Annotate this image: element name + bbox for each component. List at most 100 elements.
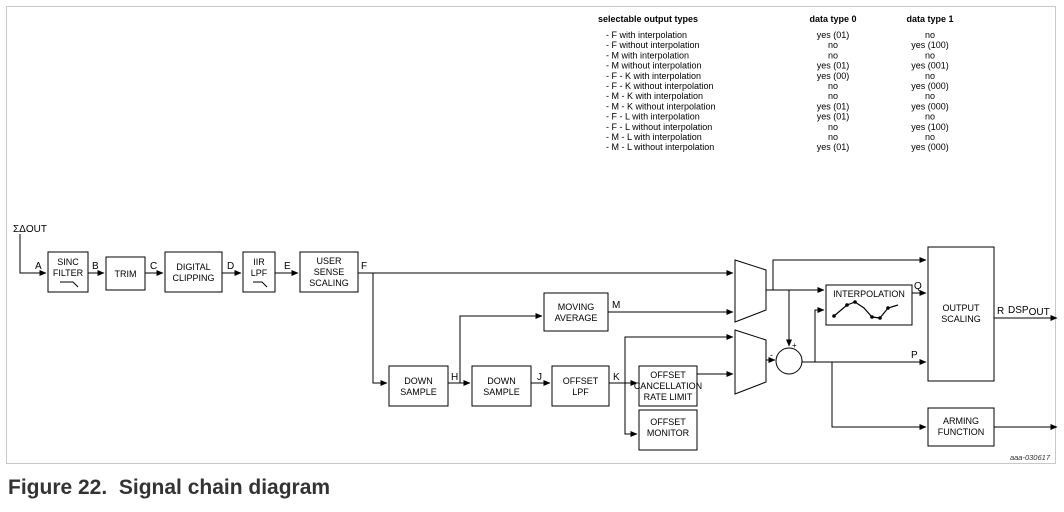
- table-cell-type: - F without interpolation: [606, 40, 700, 50]
- table-cell-dt0: no: [828, 81, 838, 91]
- iir-label-1: IIR: [253, 257, 265, 267]
- user-sense-scaling-block: [299, 251, 359, 293]
- offmon-label-2: MONITOR: [647, 428, 690, 438]
- table-cell-type: - M without interpolation: [606, 61, 702, 71]
- trim-label: TRIM: [115, 269, 137, 279]
- down1-label-2: SAMPLE: [400, 387, 437, 397]
- iir-lpf-block: [242, 251, 276, 293]
- clip-label-1: DIGITAL: [176, 262, 210, 272]
- summer-circle: [775, 347, 803, 375]
- wire-arming: [831, 362, 927, 430]
- signal-e: E: [284, 261, 291, 272]
- signal-r: R: [997, 306, 1004, 317]
- user-label-1: USER: [316, 256, 342, 266]
- signal-j: J: [537, 372, 542, 383]
- summer-minus: -: [770, 350, 773, 360]
- offcanc-label-3: RATE LIMIT: [644, 392, 693, 402]
- down-sample-2-block: [471, 365, 532, 407]
- output-label-main: DSP: [1008, 305, 1029, 316]
- signal-c: C: [150, 261, 157, 272]
- table-cell-type: - M - K with interpolation: [606, 91, 703, 101]
- table-cell-dt0: yes (00): [817, 71, 850, 81]
- output-types-table: selectable output types data type 0 data…: [598, 14, 954, 152]
- table-cell-dt0: no: [828, 132, 838, 142]
- mux-1: [734, 259, 767, 323]
- table-cell-dt1: yes (000): [911, 101, 949, 111]
- table-cell-dt1: no: [925, 91, 935, 101]
- arming-function-block: [927, 407, 995, 447]
- sigma-delta-symbol: ΣΔ: [13, 224, 26, 235]
- table-cell-type: - F - L without interpolation: [606, 122, 712, 132]
- table-cell-dt1: yes (100): [911, 40, 949, 50]
- table-cell-dt1: yes (001): [911, 61, 949, 71]
- moving-label-2: AVERAGE: [555, 313, 598, 323]
- table-cell-type: - M with interpolation: [606, 50, 689, 60]
- signal-f: F: [361, 261, 367, 272]
- output-label: DSPOUT: [1008, 305, 1050, 318]
- signal-a: A: [35, 261, 42, 272]
- iir-lowpass-icon: [253, 281, 268, 288]
- down-sample-1-block: [388, 365, 449, 407]
- table-cell-dt1: yes (100): [911, 122, 949, 132]
- wire-a: [19, 234, 47, 276]
- clip-label-2: CLIPPING: [172, 273, 214, 283]
- connections: [19, 234, 1058, 437]
- interpolation-graph-icon: [832, 300, 899, 320]
- signal-m: M: [612, 300, 620, 311]
- trim-block: [105, 256, 146, 291]
- figure-frame: [6, 6, 1056, 464]
- wire-h-moving: [459, 313, 543, 383]
- wire-k-offmon: [624, 383, 638, 437]
- wire-f-down1: [372, 273, 388, 386]
- table-cell-dt1: no: [925, 112, 935, 122]
- table-cell-dt0: yes (01): [817, 101, 850, 111]
- wire-summer-interp: [814, 307, 825, 362]
- table-cell-dt1: no: [925, 30, 935, 40]
- table-cell-dt0: yes (01): [817, 30, 850, 40]
- table-cell-type: - M - L with interpolation: [606, 132, 702, 142]
- user-label-2: SENSE: [314, 267, 345, 277]
- table-cell-dt1: yes (000): [911, 81, 949, 91]
- table-cell-type: - F with interpolation: [606, 30, 687, 40]
- moving-average-block: [543, 292, 609, 332]
- arming-label-2: FUNCTION: [938, 427, 985, 437]
- svg-text:ΣΔOUT: ΣΔOUT: [13, 224, 47, 235]
- table-cell-dt0: yes (01): [817, 112, 850, 122]
- signal-chain-diagram: selectable output types data type 0 data…: [13, 14, 1058, 462]
- table-cell-type: - F - L with interpolation: [606, 112, 700, 122]
- mux-2: [734, 329, 767, 395]
- table-header-dt1: data type 1: [906, 14, 953, 24]
- down2-label-2: SAMPLE: [483, 387, 520, 397]
- table-cell-dt0: yes (01): [817, 142, 850, 152]
- moving-label-1: MOVING: [558, 302, 595, 312]
- table-cell-dt0: no: [828, 122, 838, 132]
- signal-b: B: [92, 261, 99, 272]
- offset-cancellation-block: [638, 365, 698, 407]
- down2-label-1: DOWN: [487, 376, 516, 386]
- sinc-lowpass-icon: [60, 281, 79, 288]
- figure-caption: Figure 22. Signal chain diagram: [8, 476, 331, 499]
- sinc-label-1: SINC: [57, 257, 79, 267]
- offset-monitor-block: [638, 409, 698, 451]
- sinc-label-2: FILTER: [53, 268, 84, 278]
- table-cell-dt0: no: [828, 50, 838, 60]
- figure-reference: aaa-030617: [1010, 453, 1051, 462]
- outscale-label-1: OUTPUT: [943, 303, 981, 313]
- interp-label: INTERPOLATION: [833, 289, 905, 299]
- outscale-label-2: SCALING: [941, 314, 981, 324]
- table-cell-dt1: yes (000): [911, 142, 949, 152]
- output-label-sub: OUT: [1029, 307, 1050, 318]
- signal-q: Q: [914, 281, 922, 292]
- signal-k: K: [613, 372, 620, 383]
- blocks: [47, 246, 995, 451]
- digital-clipping-block: [164, 251, 223, 293]
- down1-label-1: DOWN: [404, 376, 433, 386]
- table-header-types: selectable output types: [598, 14, 698, 24]
- table-cell-dt0: yes (01): [817, 61, 850, 71]
- offcanc-label-2: CANCELLATION: [634, 381, 702, 391]
- table-cell-type: - M - L without interpolation: [606, 142, 714, 152]
- offset-lpf-block: [551, 365, 610, 407]
- offmon-label-1: OFFSET: [650, 417, 686, 427]
- arming-label-1: ARMING: [943, 416, 979, 426]
